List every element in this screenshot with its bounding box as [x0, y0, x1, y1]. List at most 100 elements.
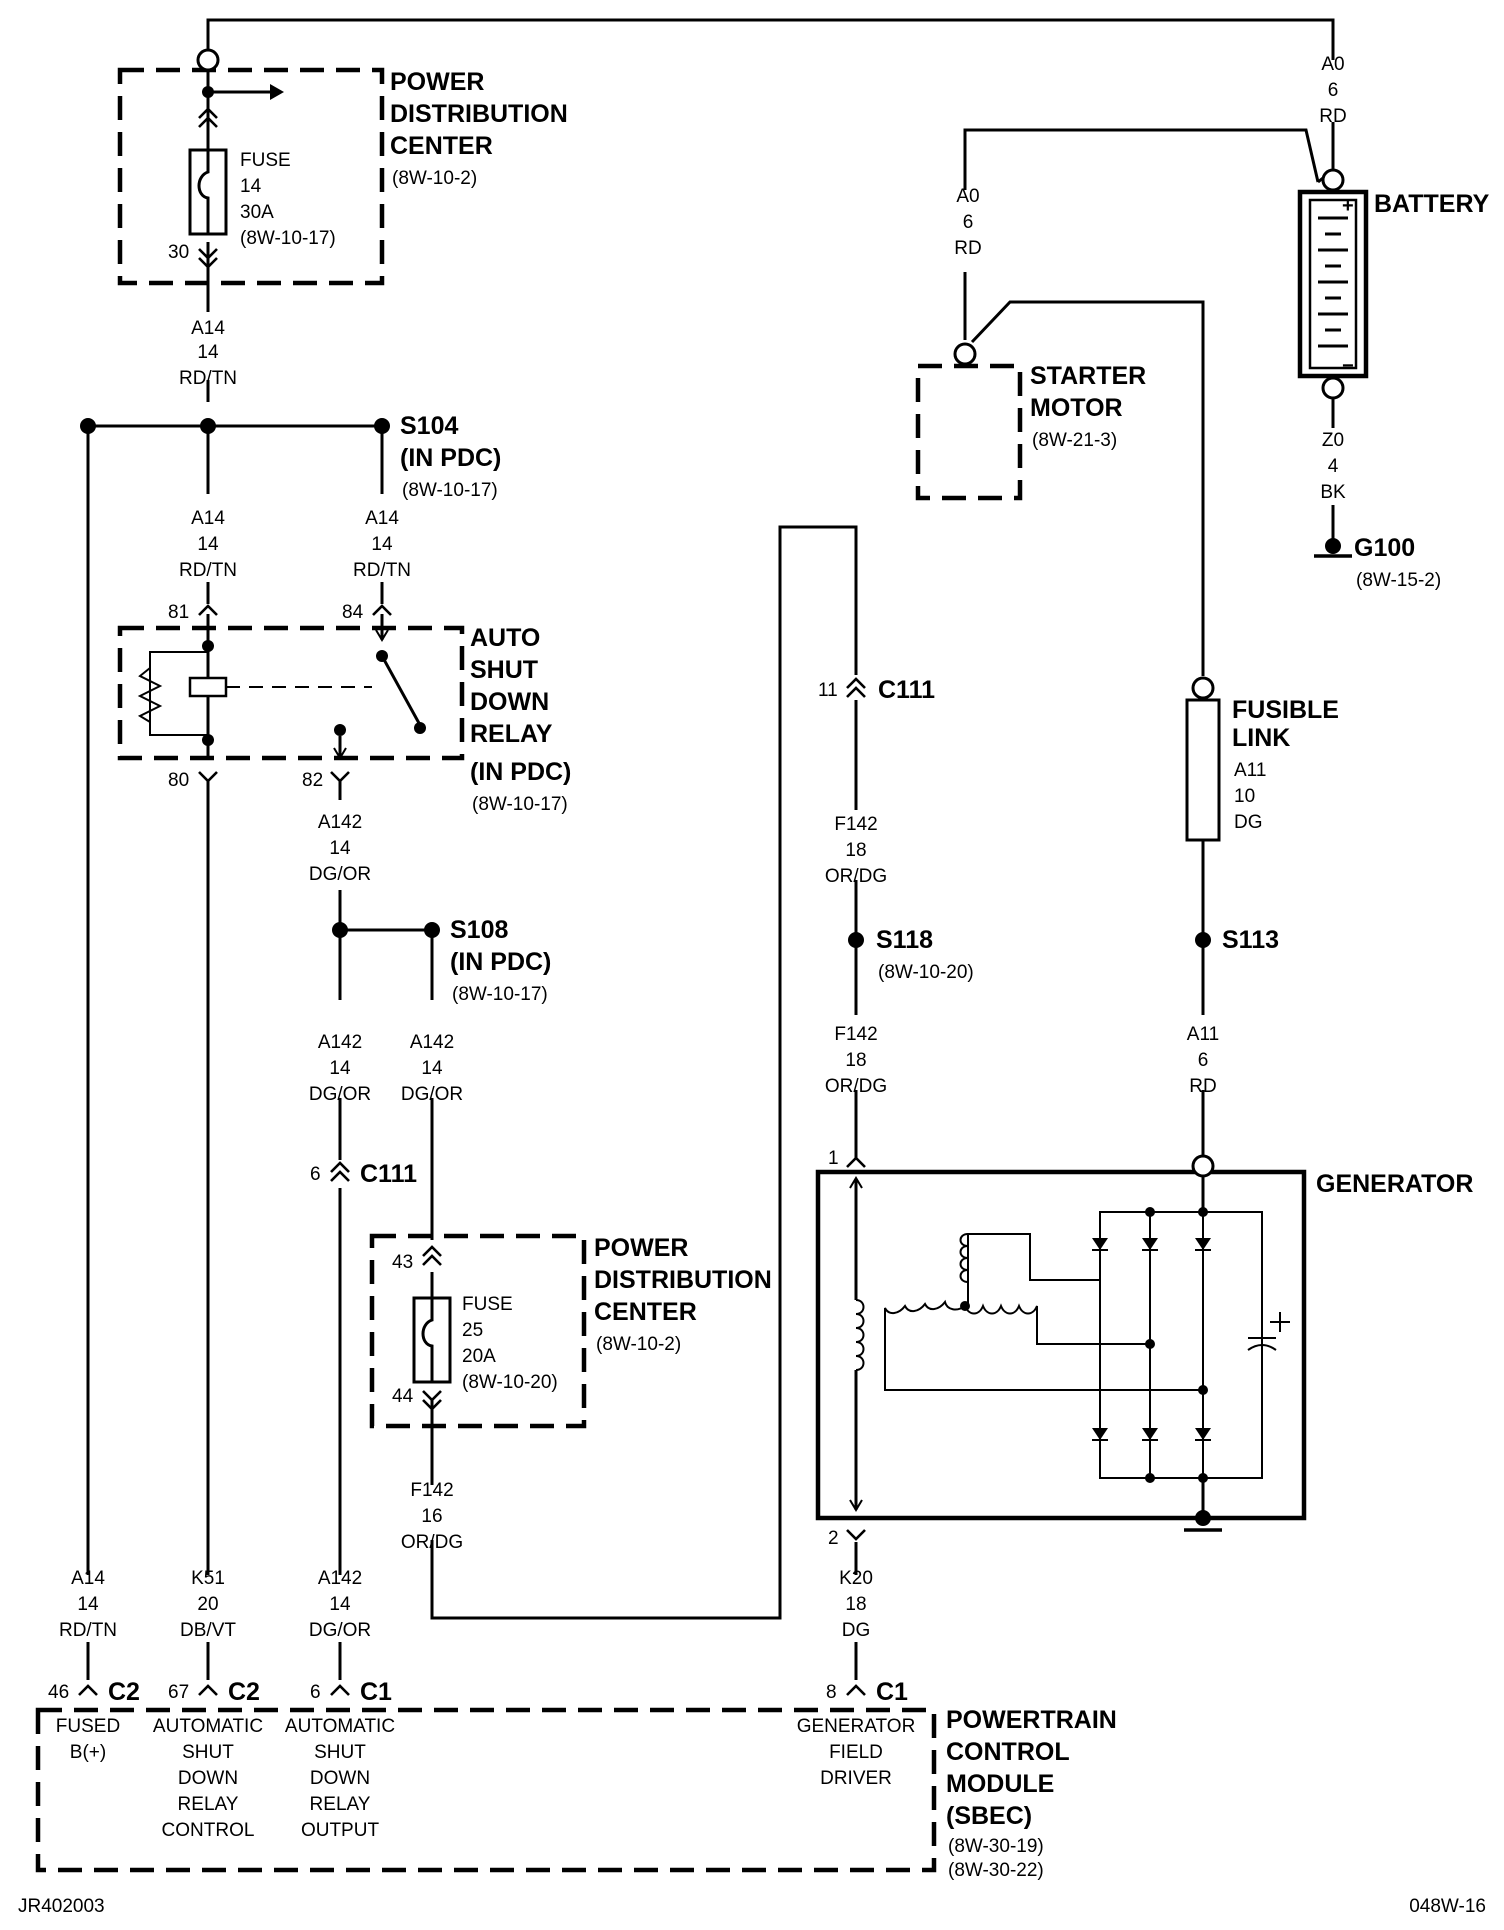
svg-text:OR/DG: OR/DG — [825, 1076, 887, 1097]
pcm-label-gfd-3: DRIVER — [820, 1768, 892, 1789]
svg-text:A14: A14 — [191, 318, 225, 339]
svg-text:A0: A0 — [956, 186, 979, 207]
fuse14-label-4: (8W-10-17) — [240, 228, 336, 249]
battery: + − BATTERY — [1297, 168, 1490, 400]
pcm-module: 46 C2 67 C2 6 C1 8 C1 FUSED B(+) AUTOMAT… — [35, 1678, 1117, 1881]
fuse14-label-1: FUSE — [240, 150, 291, 171]
svg-text:DG/OR: DG/OR — [401, 1084, 463, 1105]
svg-text:14: 14 — [329, 838, 351, 859]
relay-pin-81: 81 — [168, 602, 189, 623]
pcm-label-asdc-4: RELAY — [178, 1794, 239, 1815]
fuse25-label-1: FUSE — [462, 1294, 513, 1315]
battery-title: BATTERY — [1374, 190, 1490, 218]
relay-title-2: SHUT — [470, 656, 538, 684]
asd-relay: 81 84 80 82 AUTO SHUT DOWN RELAY (IN PDC… — [117, 602, 571, 815]
pdc-mid-title-2: DISTRIBUTION — [594, 1266, 772, 1294]
relay-pin-80: 80 — [168, 770, 189, 791]
pcm-pin-8: 8 — [826, 1682, 837, 1703]
battery-minus: − — [1342, 355, 1354, 377]
svg-text:A14: A14 — [71, 1568, 105, 1589]
svg-text:DG/OR: DG/OR — [309, 864, 371, 885]
pcm-label-asdo-5: OUTPUT — [301, 1820, 380, 1841]
battery-plus: + — [1342, 195, 1354, 217]
pdc-top-ref: (8W-10-2) — [392, 168, 477, 189]
svg-text:14: 14 — [197, 534, 219, 555]
g100-ref: (8W-15-2) — [1356, 570, 1441, 591]
svg-text:6: 6 — [963, 212, 974, 233]
pcm-label-gfd-2: FIELD — [829, 1742, 883, 1763]
pcm-title-3: MODULE — [946, 1770, 1054, 1798]
svg-text:DG/OR: DG/OR — [309, 1620, 371, 1641]
fusible-link-wire-2: 10 — [1234, 786, 1255, 807]
svg-text:OR/DG: OR/DG — [825, 866, 887, 887]
svg-text:14: 14 — [421, 1058, 443, 1079]
starter-title-1: STARTER — [1030, 362, 1146, 390]
svg-text:A142: A142 — [318, 812, 362, 833]
pcm-pin-46: 46 — [48, 1682, 69, 1703]
svg-text:RD/TN: RD/TN — [179, 560, 237, 581]
s118-ref: (8W-10-20) — [878, 962, 974, 983]
relay-title-5: (IN PDC) — [470, 758, 571, 786]
svg-text:A14: A14 — [191, 508, 225, 529]
fusible-link-wire-3: DG — [1234, 812, 1263, 833]
svg-text:6: 6 — [1198, 1050, 1209, 1071]
wire-label-a0-top: A0 6 RD — [1319, 54, 1346, 127]
relay-ref: (8W-10-17) — [472, 794, 568, 815]
pdc-mid-title-1: POWER — [594, 1234, 688, 1262]
svg-text:6: 6 — [1328, 80, 1339, 101]
svg-text:RD/TN: RD/TN — [179, 368, 237, 389]
svg-text:DG: DG — [842, 1620, 871, 1641]
s108-ref: (8W-10-17) — [452, 984, 548, 1005]
svg-text:14: 14 — [197, 342, 219, 363]
pcm-label-asdo-2: SHUT — [314, 1742, 366, 1763]
wire-label-a142-left: A142 14 DG/OR — [309, 1032, 371, 1105]
svg-text:DB/VT: DB/VT — [180, 1620, 236, 1641]
fusible-link-title-1: FUSIBLE — [1232, 696, 1339, 724]
wire-label-a142-82: A142 14 DG/OR — [309, 812, 371, 885]
c111-left-pin: 6 — [310, 1164, 321, 1185]
fuse14-pin: 30 — [168, 242, 189, 263]
svg-text:F142: F142 — [410, 1480, 453, 1501]
relay-pin-82: 82 — [302, 770, 323, 791]
pcm-label-fused-2: B(+) — [70, 1742, 106, 1763]
pcm-ref-1: (8W-30-19) — [948, 1836, 1044, 1857]
svg-text:RD: RD — [1319, 106, 1346, 127]
starter-motor: STARTER MOTOR (8W-21-3) — [915, 342, 1146, 501]
wire-label-z0: Z0 4 BK — [1320, 430, 1346, 503]
svg-text:A142: A142 — [410, 1032, 454, 1053]
fuse25-pin-43: 43 — [392, 1252, 413, 1273]
g100-title: G100 — [1354, 534, 1415, 562]
pcm-conn-c2-b: C2 — [228, 1678, 260, 1706]
fusible-link-wire-1: A11 — [1234, 760, 1266, 781]
wire-label-k20: K20 18 DG — [839, 1568, 873, 1641]
wire-label-a14-84: A14 14 RD/TN — [353, 508, 411, 581]
c111-right-pin: 11 — [818, 680, 838, 701]
fuse25-label-4: (8W-10-20) — [462, 1372, 558, 1393]
fuse25-pin-44: 44 — [392, 1386, 414, 1407]
generator-pin-2: 2 — [828, 1528, 839, 1549]
svg-text:A0: A0 — [1321, 54, 1344, 75]
svg-text:A11: A11 — [1187, 1024, 1219, 1045]
splice-s104: S104 (IN PDC) (8W-10-17) — [80, 412, 501, 501]
pdc-mid: 43 44 FUSE 25 20A (8W-10-20) POWER DISTR… — [369, 1233, 772, 1429]
wire-label-f142-s118: F142 18 OR/DG — [825, 1024, 887, 1097]
fuse25-label-3: 20A — [462, 1346, 496, 1367]
svg-text:14: 14 — [329, 1594, 351, 1615]
pcm-label-asdo-3: DOWN — [310, 1768, 370, 1789]
pcm-title-1: POWERTRAIN — [946, 1706, 1117, 1734]
fuse14-label-3: 30A — [240, 202, 274, 223]
svg-text:A142: A142 — [318, 1568, 362, 1589]
svg-text:Z0: Z0 — [1322, 430, 1344, 451]
svg-text:RD/TN: RD/TN — [353, 560, 411, 581]
splice-s108: S108 (IN PDC) (8W-10-17) — [332, 916, 551, 1005]
starter-ref: (8W-21-3) — [1032, 430, 1117, 451]
wires — [86, 18, 1335, 1620]
s113-title: S113 — [1222, 926, 1279, 954]
wire-label-a14-main: A14 14 RD/TN — [179, 318, 237, 389]
c111-left-title: C111 — [360, 1160, 417, 1188]
pcm-label-asdo-4: RELAY — [310, 1794, 371, 1815]
relay-title-1: AUTO — [470, 624, 540, 652]
pcm-label-asdc-3: DOWN — [178, 1768, 238, 1789]
ground-g100: G100 (8W-15-2) — [1314, 534, 1441, 591]
pcm-title-2: CONTROL — [946, 1738, 1070, 1766]
